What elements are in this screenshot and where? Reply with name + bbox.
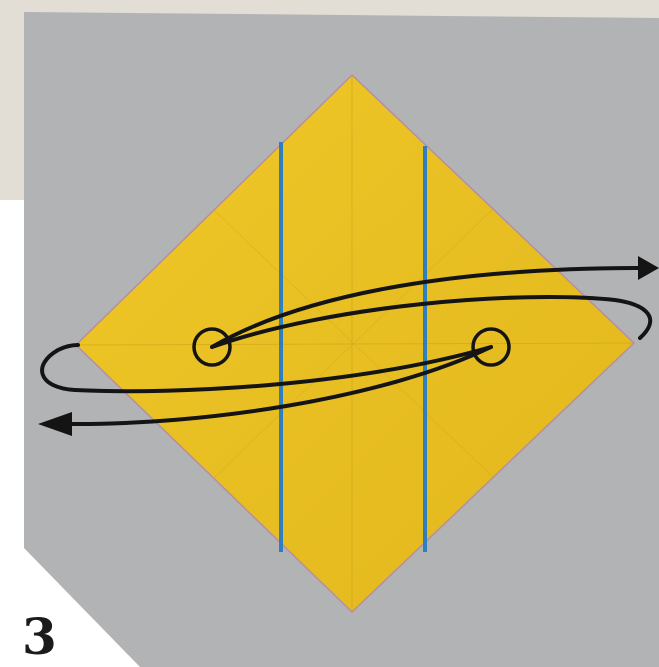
step-number: 3 <box>22 612 57 662</box>
